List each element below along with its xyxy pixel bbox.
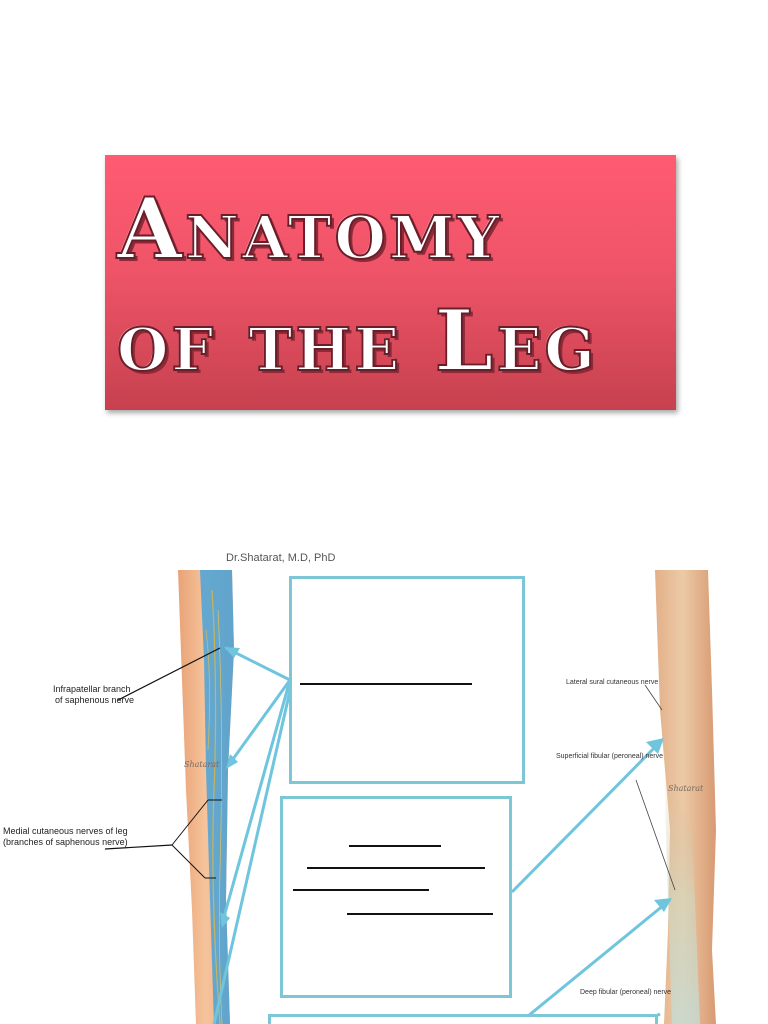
label-medial-line2: (branches of saphenous nerve) bbox=[3, 837, 128, 847]
label-superficial-fibular: Superficial fibular (peroneal) nerve bbox=[556, 753, 663, 760]
answer-blank-line bbox=[300, 683, 472, 685]
label-medial-cutaneous: Medial cutaneous nerves of leg (branches… bbox=[3, 826, 128, 848]
title-banner: Anatomy of the Leg bbox=[105, 155, 676, 410]
label-infrapatellar-line1: Infrapatellar branch bbox=[53, 684, 131, 694]
lateral-sural-line bbox=[644, 684, 663, 711]
label-lateral-sural: Lateral sural cutaneous nerve bbox=[566, 679, 659, 686]
answer-box-3[interactable] bbox=[268, 1014, 658, 1024]
answer-blank-line bbox=[293, 889, 429, 891]
fibular-nerve-line bbox=[635, 779, 676, 891]
answer-blank-line bbox=[347, 913, 493, 915]
leg-nerve-figure: Infrapatellar branch of saphenous nerve … bbox=[0, 570, 768, 1024]
watermark-left: Shatarat bbox=[184, 760, 220, 769]
label-infrapatellar-line2: of saphenous nerve bbox=[55, 695, 135, 705]
answer-blank-line bbox=[349, 845, 441, 847]
watermark-right: Shatarat bbox=[668, 784, 704, 793]
title-line-2: of the Leg bbox=[116, 290, 598, 391]
author-credit: Dr.Shatarat, M.D, PhD bbox=[226, 552, 336, 564]
answer-blank-line bbox=[307, 867, 485, 869]
figure-drawing bbox=[104, 570, 716, 1024]
answer-box-2[interactable] bbox=[280, 796, 512, 998]
title-line-1: Anatomy bbox=[116, 178, 503, 279]
answer-box-1[interactable] bbox=[289, 576, 525, 784]
left-arrowheads bbox=[220, 647, 240, 928]
left-arrows bbox=[212, 646, 294, 1024]
label-medial-line1: Medial cutaneous nerves of leg bbox=[3, 826, 128, 836]
right-arrowheads bbox=[646, 738, 672, 912]
right-arrows bbox=[510, 738, 671, 1024]
label-infrapatellar: Infrapatellar branch of saphenous nerve bbox=[53, 684, 134, 706]
label-deep-fibular: Deep fibular (peroneal) nerve bbox=[580, 989, 672, 996]
